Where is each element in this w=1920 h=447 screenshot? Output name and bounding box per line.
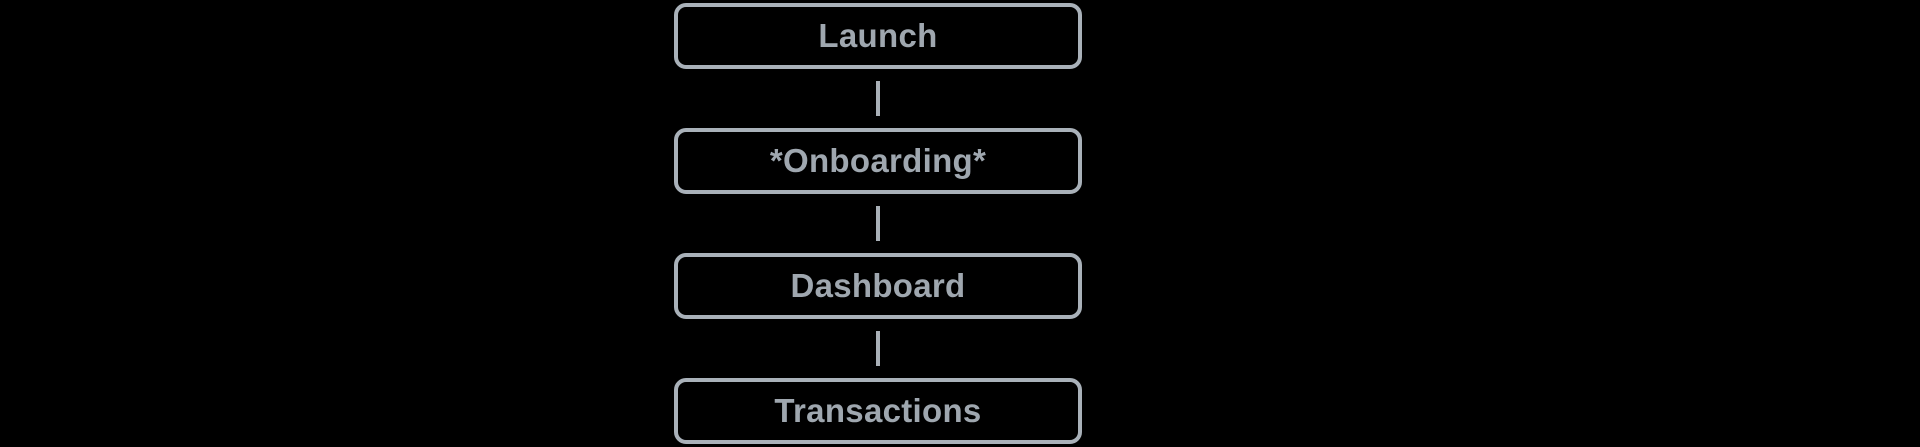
flow-node-dashboard: Dashboard xyxy=(674,253,1082,319)
flow-connector-launch-onboarding xyxy=(876,81,880,116)
flow-node-onboarding: *Onboarding* xyxy=(674,128,1082,194)
flow-connector-onboarding-dashboard xyxy=(876,206,880,241)
flowchart: Launch *Onboarding* Dashboard Transactio… xyxy=(674,3,1082,444)
flow-node-transactions: Transactions xyxy=(674,378,1082,444)
flow-connector-dashboard-transactions xyxy=(876,331,880,366)
flow-node-launch: Launch xyxy=(674,3,1082,69)
